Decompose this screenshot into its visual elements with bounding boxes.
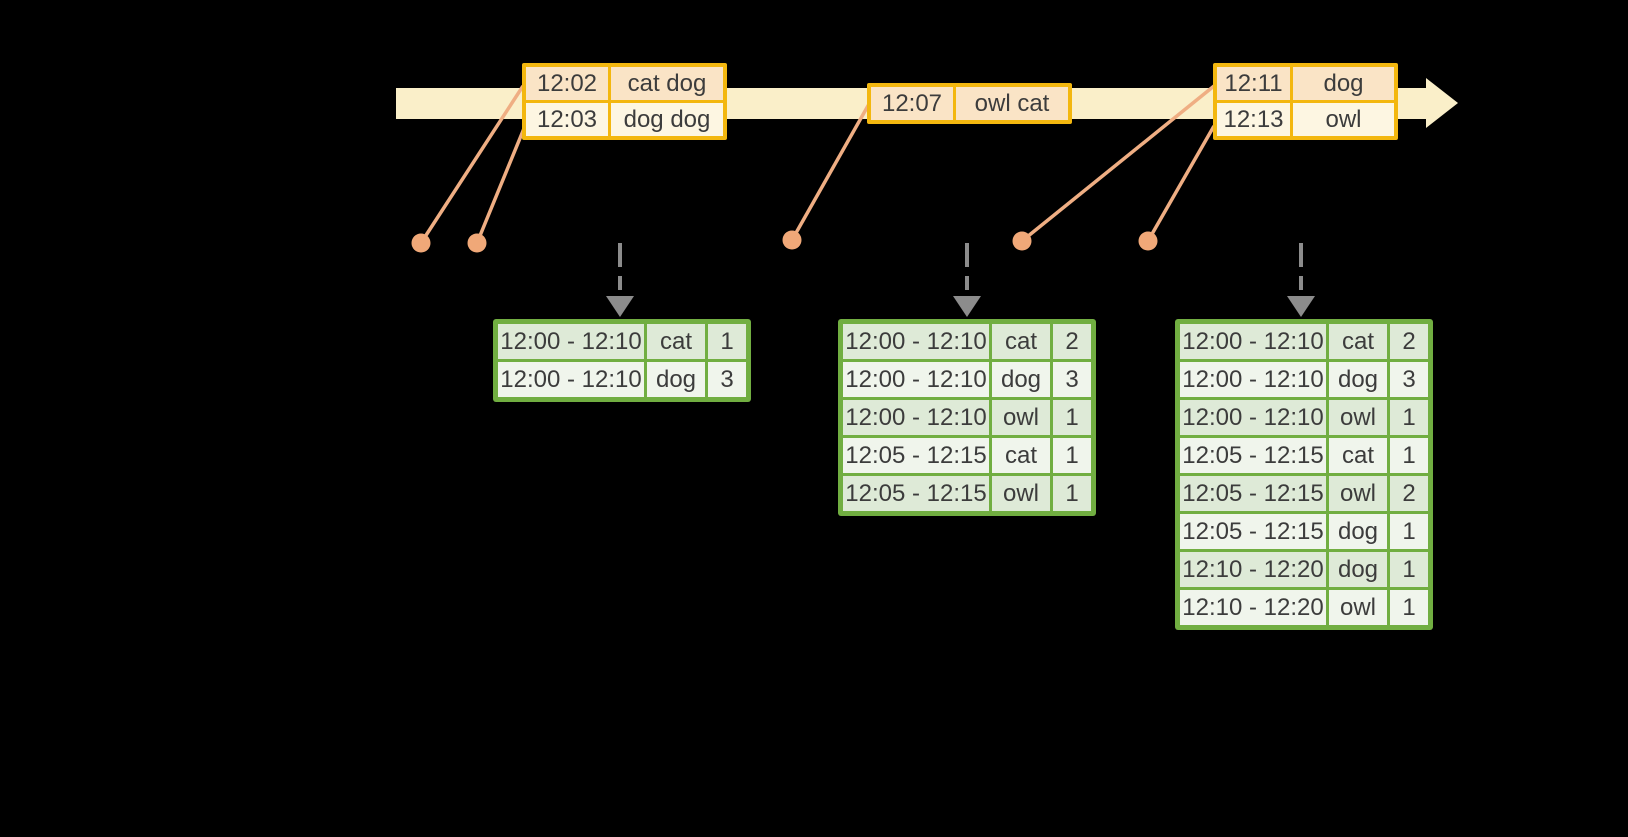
word-cell: owl <box>1329 400 1387 435</box>
count-cell: 2 <box>1390 476 1428 511</box>
event-row: 12:03 dog dog <box>526 103 723 136</box>
word-cell: dog <box>992 362 1050 397</box>
window-cell: 12:10 - 12:20 <box>1180 552 1326 587</box>
count-cell: 1 <box>1390 438 1428 473</box>
word-cell: cat <box>1329 438 1387 473</box>
event-row: 12:13 owl <box>1217 103 1394 136</box>
window-cell: 12:05 - 12:15 <box>843 476 989 511</box>
result-table-2: 12:00 - 12:10 cat 2 12:00 - 12:10 dog 3 … <box>838 319 1096 516</box>
word-cell: owl <box>1329 590 1387 625</box>
result-row: 12:00 - 12:10 dog 3 <box>843 362 1091 397</box>
count-cell: 3 <box>708 362 746 397</box>
count-cell: 3 <box>1390 362 1428 397</box>
event-connector-line <box>790 103 871 241</box>
count-cell: 2 <box>1053 324 1091 359</box>
event-batch-table-1: 12:02 cat dog 12:03 dog dog <box>522 63 727 140</box>
trigger-arrowhead-icon <box>953 296 981 317</box>
result-row: 12:05 - 12:15 cat 1 <box>843 438 1091 473</box>
event-time-cell: 12:02 <box>526 67 608 100</box>
word-cell: dog <box>1329 552 1387 587</box>
word-cell: cat <box>992 438 1050 473</box>
result-row: 12:10 - 12:20 dog 1 <box>1180 552 1428 587</box>
word-cell: dog <box>647 362 705 397</box>
count-cell: 1 <box>1053 400 1091 435</box>
event-dot-icon <box>411 233 431 253</box>
result-row: 12:00 - 12:10 cat 2 <box>1180 324 1428 359</box>
word-cell: cat <box>647 324 705 359</box>
result-table-1: 12:00 - 12:10 cat 1 12:00 - 12:10 dog 3 <box>493 319 751 402</box>
trigger-arrowhead-icon <box>606 296 634 317</box>
result-row: 12:10 - 12:20 owl 1 <box>1180 590 1428 625</box>
event-dot-icon <box>467 233 487 253</box>
event-dot-icon <box>782 230 802 250</box>
count-cell: 2 <box>1390 324 1428 359</box>
event-connector-line <box>1146 125 1216 242</box>
result-row: 12:05 - 12:15 owl 1 <box>843 476 1091 511</box>
window-cell: 12:00 - 12:10 <box>1180 400 1326 435</box>
event-time-cell: 12:11 <box>1217 67 1290 100</box>
count-cell: 1 <box>1390 400 1428 435</box>
result-row: 12:05 - 12:15 cat 1 <box>1180 438 1428 473</box>
window-cell: 12:00 - 12:10 <box>1180 362 1326 397</box>
word-cell: cat <box>1329 324 1387 359</box>
event-words-cell: owl cat <box>956 87 1068 120</box>
event-batch-table-3: 12:11 dog 12:13 owl <box>1213 63 1398 140</box>
word-cell: dog <box>1329 362 1387 397</box>
count-cell: 1 <box>1390 590 1428 625</box>
event-row: 12:07 owl cat <box>871 87 1068 120</box>
window-cell: 12:05 - 12:15 <box>1180 438 1326 473</box>
count-cell: 1 <box>1053 476 1091 511</box>
event-row: 12:02 cat dog <box>526 67 723 100</box>
word-cell: owl <box>992 476 1050 511</box>
trigger-arrowhead-icon <box>1287 296 1315 317</box>
event-connector-line <box>475 125 527 244</box>
event-time-cell: 12:03 <box>526 103 608 136</box>
timeline-arrowhead-icon <box>1426 78 1458 128</box>
word-cell: cat <box>992 324 1050 359</box>
event-words-cell: dog dog <box>611 103 723 136</box>
window-cell: 12:05 - 12:15 <box>1180 514 1326 549</box>
count-cell: 1 <box>1390 552 1428 587</box>
window-cell: 12:05 - 12:15 <box>843 438 989 473</box>
event-words-cell: cat dog <box>611 67 723 100</box>
event-time-cell: 12:13 <box>1217 103 1290 136</box>
window-cell: 12:00 - 12:10 <box>843 400 989 435</box>
event-row: 12:11 dog <box>1217 67 1394 100</box>
window-cell: 12:05 - 12:15 <box>1180 476 1326 511</box>
result-row: 12:00 - 12:10 dog 3 <box>498 362 746 397</box>
word-cell: owl <box>992 400 1050 435</box>
count-cell: 1 <box>1390 514 1428 549</box>
count-cell: 1 <box>1053 438 1091 473</box>
result-row: 12:05 - 12:15 owl 2 <box>1180 476 1428 511</box>
result-row: 12:00 - 12:10 owl 1 <box>843 400 1091 435</box>
result-row: 12:05 - 12:15 dog 1 <box>1180 514 1428 549</box>
event-batch-table-2: 12:07 owl cat <box>867 83 1072 124</box>
window-cell: 12:10 - 12:20 <box>1180 590 1326 625</box>
result-row: 12:00 - 12:10 owl 1 <box>1180 400 1428 435</box>
event-time-cell: 12:07 <box>871 87 953 120</box>
window-cell: 12:00 - 12:10 <box>843 362 989 397</box>
word-cell: dog <box>1329 514 1387 549</box>
window-cell: 12:00 - 12:10 <box>498 324 644 359</box>
window-cell: 12:00 - 12:10 <box>1180 324 1326 359</box>
word-cell: owl <box>1329 476 1387 511</box>
event-dot-icon <box>1012 231 1032 251</box>
result-row: 12:00 - 12:10 cat 2 <box>843 324 1091 359</box>
window-cell: 12:00 - 12:10 <box>498 362 644 397</box>
result-row: 12:00 - 12:10 cat 1 <box>498 324 746 359</box>
count-cell: 1 <box>708 324 746 359</box>
window-cell: 12:00 - 12:10 <box>843 324 989 359</box>
event-words-cell: owl <box>1293 103 1394 136</box>
count-cell: 3 <box>1053 362 1091 397</box>
result-row: 12:00 - 12:10 dog 3 <box>1180 362 1428 397</box>
event-words-cell: dog <box>1293 67 1394 100</box>
event-dot-icon <box>1138 231 1158 251</box>
result-table-3: 12:00 - 12:10 cat 2 12:00 - 12:10 dog 3 … <box>1175 319 1433 630</box>
